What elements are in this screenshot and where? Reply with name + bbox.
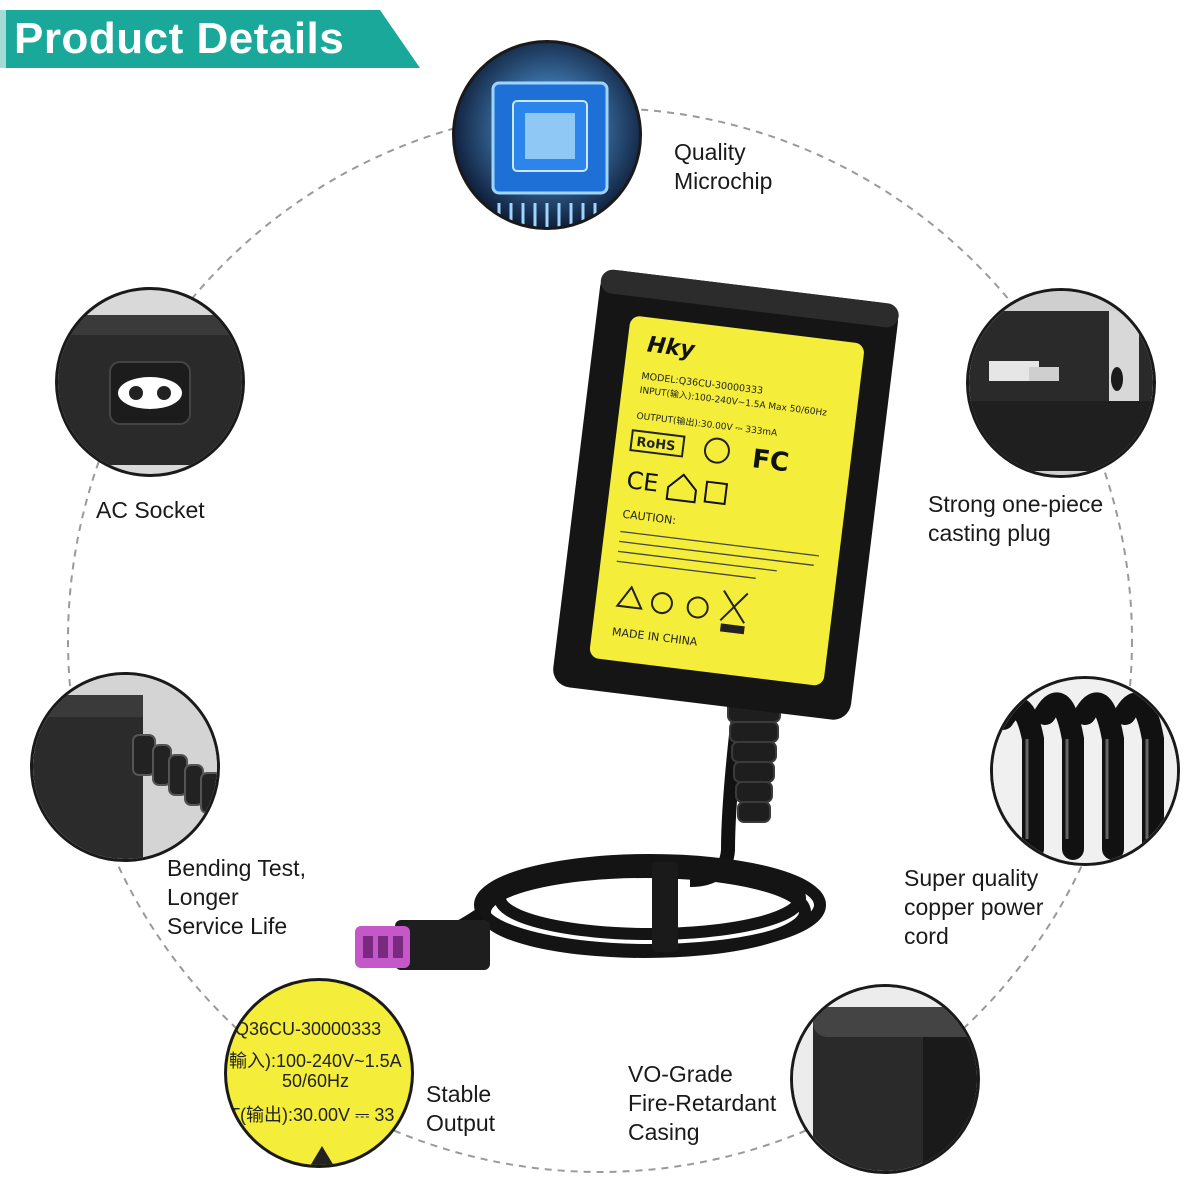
ac-socket-circle: [55, 287, 245, 477]
zoom-input-text: 輸入):100-240V~1.5A: [229, 1051, 402, 1071]
no-disassembly-icon: [650, 592, 673, 615]
cord-label: Super quality copper power cord: [904, 865, 1044, 949]
microchip-icon: [455, 43, 639, 227]
connector-body: [395, 920, 490, 970]
zoom-output-text: T(输出):30.00V ⎓ 33: [229, 1105, 395, 1125]
rohs-mark: RoHS: [635, 435, 676, 455]
zoom-model-text: Q36CU-30000333: [235, 1019, 382, 1039]
ac-socket-label: AC Socket: [96, 497, 205, 523]
cord-circle: [990, 676, 1180, 866]
plug-label: Strong one-piece casting plug: [928, 491, 1104, 546]
bending-circle: [30, 672, 220, 862]
class-ii-icon: [703, 480, 729, 506]
output-circle: Q36CU-30000333 輸入):100-240V~1.5A 50/60Hz…: [224, 978, 414, 1168]
fc-mark: FC: [750, 444, 790, 478]
bending-label: Bending Test, Longer Service Life: [167, 855, 306, 939]
casing-label: VO-Grade Fire-Retardant Casing: [628, 1061, 777, 1145]
microchip-label: Quality Microchip: [674, 139, 773, 194]
warning-triangle-icon: [615, 585, 643, 610]
coiled-cord-icon: [993, 679, 1177, 863]
cable-coil: [474, 854, 826, 958]
cable-tie: [652, 862, 678, 952]
output-label: Stable Output: [426, 1081, 496, 1136]
microchip-circle: [452, 40, 642, 230]
zoom-hz-text: 50/60Hz: [282, 1071, 350, 1091]
adapter-brand: Hky: [646, 332, 698, 363]
banner-shape: [0, 10, 420, 68]
weee-bin-icon: [719, 590, 749, 635]
plug-circle: [966, 288, 1156, 478]
ce-mark: CE: [625, 466, 660, 498]
house-icon: [665, 473, 697, 504]
cert-mark-icon: [703, 437, 730, 464]
banner-title: Product Details: [14, 14, 345, 63]
zoom-symbol-icon: [310, 1146, 334, 1165]
product-details-banner: Product Details: [0, 10, 420, 68]
ac-socket-icon: [58, 290, 242, 474]
indoor-use-icon: [686, 596, 709, 619]
